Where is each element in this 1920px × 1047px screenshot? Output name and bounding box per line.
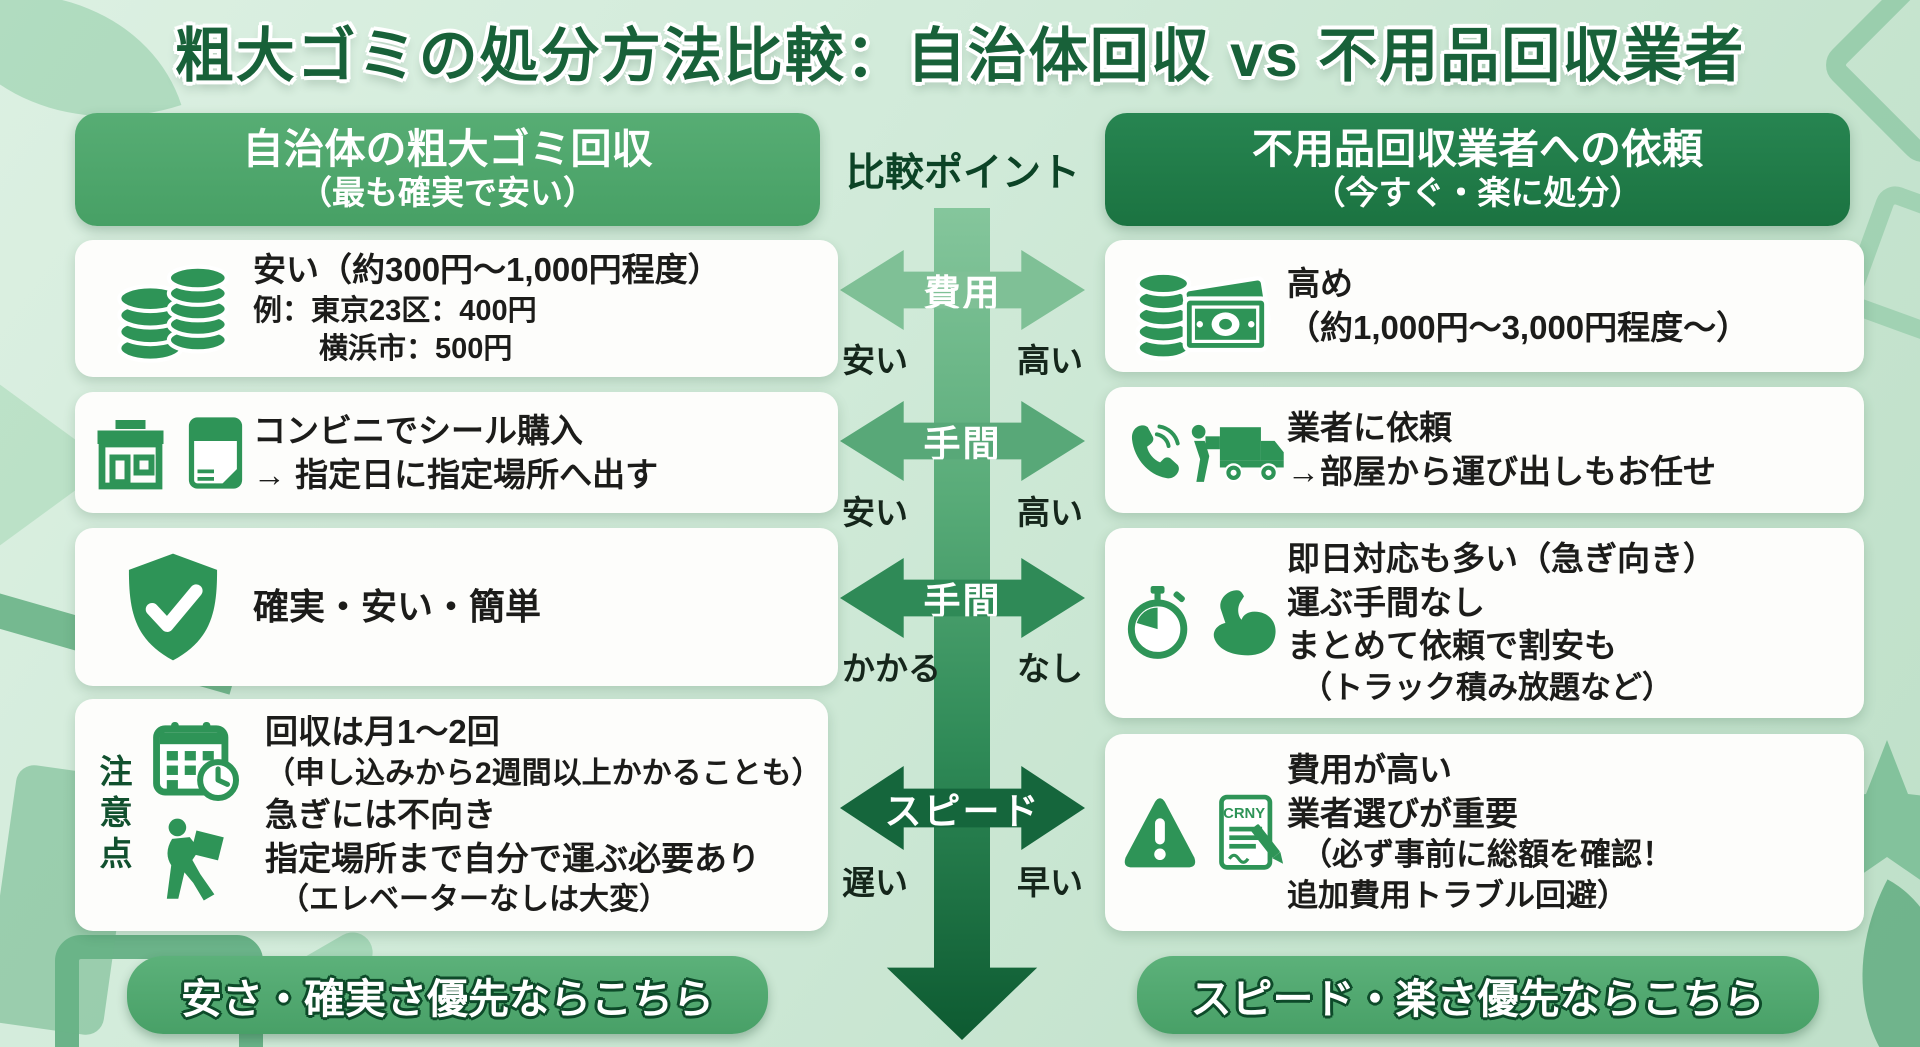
municipal-merit-text: 確実・安い・簡単 xyxy=(253,583,541,631)
card-line: 確実・安い・簡単 xyxy=(253,586,542,628)
card-line: 安い（約300円～1,000円程度） xyxy=(253,251,721,289)
phone-icon xyxy=(1131,424,1180,479)
contractor-cost-card: 高め （約1,000円～3,000円程度～） xyxy=(1105,240,1864,372)
arrow-speed-ends: 遅い 早い xyxy=(840,856,1085,904)
municipal-caution-card: 注意点 回収は月1～2回 xyxy=(75,699,828,931)
arrow-effort-2-ends: かかる なし xyxy=(840,642,1085,690)
stopwatch-icon xyxy=(1127,585,1188,659)
municipal-merit-card: 確実・安い・簡単 xyxy=(75,528,838,686)
contractor-speed-text: 即日対応も多い（急ぎ向き） 運ぶ手間なし まとめて依頼で割安も （トラック積み放… xyxy=(1287,537,1716,709)
page-title: 粗大ゴミの処分方法比較：自治体回収 vs 不用品回収業者 xyxy=(174,23,1746,89)
contractor-effort-icons xyxy=(1119,406,1287,494)
arrow-effort-1-label: 手間 xyxy=(923,424,1002,465)
card-line: コンビニでシール購入 xyxy=(253,411,583,449)
warning-icon xyxy=(1124,797,1196,867)
contractor-cost-text: 高め （約1,000円～3,000円程度～） xyxy=(1287,262,1749,349)
contractor-effort-text: 業者に依頼 →部屋から運び出しもお任せ xyxy=(1287,406,1716,493)
arrow-effort-2-right: なし xyxy=(1017,650,1083,687)
arrow-cost-label: 費用 xyxy=(923,273,1002,314)
card-line: 費用が高い xyxy=(1287,751,1452,789)
arrow-effort-1-right: 高い xyxy=(1017,494,1083,531)
card-line: 運ぶ手間なし xyxy=(1287,583,1485,621)
contractor-badge-wrap: スピード・楽さ優先ならこちら xyxy=(1105,956,1850,1034)
arrow-effort-2-label: 手間 xyxy=(923,581,1002,622)
card-line: まとめて依頼で割安も xyxy=(1287,627,1617,665)
contract-icon: CRNY xyxy=(1219,794,1283,870)
arrow-cost-ends: 安い 高い xyxy=(840,334,1085,382)
card-line: 回収は月1～2回 xyxy=(265,713,500,751)
contractor-recommendation-badge: スピード・楽さ優先ならこちら xyxy=(1136,956,1819,1034)
arrow-speed-left: 遅い xyxy=(842,864,908,901)
card-line: 指定場所まで自分で運ぶ必要あり xyxy=(265,839,760,877)
card-line: 業者選びが重要 xyxy=(1287,794,1518,832)
card-line: 追加費用トラブル回避） xyxy=(1287,878,1628,914)
card-line: 例：東京23区：400円 xyxy=(253,295,537,327)
contractor-header-subtitle: （今すぐ・楽に処分） xyxy=(1312,174,1643,212)
municipal-header: 自治体の粗大ゴミ回収 （最も確実で安い） xyxy=(75,113,820,226)
contractor-header: 不用品回収業者への依頼 （今すぐ・楽に処分） xyxy=(1105,113,1850,226)
municipal-cost-icons xyxy=(93,247,253,371)
card-line: （約1,000円～3,000円程度～） xyxy=(1287,309,1750,346)
card-line: （トラック積み放題など） xyxy=(1301,669,1673,705)
contractor-caution-card: CRNY 費用が高い 業者選びが重要 （必ず事前に総額を確認！ 追加費用トラブル… xyxy=(1105,734,1864,931)
card-line: （申し込みから2週間以上かかることも） xyxy=(265,756,822,790)
municipal-recommendation-badge: 安さ・確実さ優先ならこちら xyxy=(127,956,768,1034)
municipal-effort-icons xyxy=(93,414,253,492)
municipal-merit-icons xyxy=(93,549,253,665)
store-icon xyxy=(97,419,164,489)
shield-check-icon xyxy=(128,553,218,661)
contractor-cost-icons xyxy=(1119,247,1287,365)
carry-box-icon xyxy=(166,818,224,901)
card-line: →部屋から運び出しもお任せ xyxy=(1287,453,1716,490)
contractor-speed-card: 即日対応も多い（急ぎ向き） 運ぶ手間なし まとめて依頼で割安も （トラック積み放… xyxy=(1105,528,1864,718)
municipal-header-subtitle: （最も確実で安い） xyxy=(299,174,596,212)
contractor-effort-card: 業者に依頼 →部屋から運び出しもお任せ xyxy=(1105,387,1864,513)
arrow-cost-right: 高い xyxy=(1017,342,1083,379)
municipal-caution-icons xyxy=(137,720,253,910)
municipal-effort-text: コンビニでシール購入 → 指定日に指定場所へ出す xyxy=(253,409,658,496)
arrow-effort-2-left: かかる xyxy=(842,650,941,687)
card-line: 業者に依頼 xyxy=(1287,409,1452,447)
contractor-speed-icons xyxy=(1119,577,1287,669)
arrow-speed-right: 早い xyxy=(1017,864,1083,901)
down-arrow-spine xyxy=(886,208,1038,1040)
card-line: 横浜市：500円 xyxy=(319,333,513,366)
contractor-caution-icons: CRNY xyxy=(1119,788,1287,878)
arrow-effort-1-ends: 安い 高い xyxy=(840,486,1085,534)
card-line: → 指定日に指定場所へ出す xyxy=(253,455,659,493)
municipal-effort-card: コンビニでシール購入 → 指定日に指定場所へ出す xyxy=(75,392,838,513)
contract-doc-label: CRNY xyxy=(1223,806,1265,822)
card-line: （エレベーターなしは大変） xyxy=(279,883,669,917)
arrow-speed-label: スピード xyxy=(884,791,1041,832)
contractor-header-title: 不用品回収業者への依頼 xyxy=(1252,126,1703,173)
coin-stack-icon xyxy=(117,264,229,363)
card-line: 急ぎには不向き xyxy=(265,796,496,834)
loading-truck-icon xyxy=(1192,424,1284,483)
municipal-header-title: 自治体の粗大ゴミ回収 xyxy=(242,126,653,173)
municipal-cost-text: 安い（約300円～1,000円程度） 例：東京23区：400円 横浜市：500円 xyxy=(253,248,721,368)
card-line: 高め xyxy=(1287,265,1353,303)
arrow-effort-1-left: 安い xyxy=(842,494,908,531)
muscle-icon xyxy=(1213,590,1276,656)
caution-side-label: 注意点 xyxy=(95,753,132,877)
calendar-clock-icon xyxy=(153,721,240,802)
card-line: 即日対応も多い（急ぎ向き） xyxy=(1287,540,1716,578)
municipal-cost-card: 安い（約300円～1,000円程度） 例：東京23区：400円 横浜市：500円 xyxy=(75,240,838,377)
money-icon xyxy=(1135,270,1271,361)
comparison-points-heading: 比較ポイント xyxy=(845,152,1080,195)
arrow-cost-left: 安い xyxy=(842,342,908,379)
card-line: （必ず事前に総額を確認！ xyxy=(1301,837,1673,873)
municipal-badge-wrap: 安さ・確実さ優先ならこちら xyxy=(75,956,820,1034)
municipal-caution-text: 回収は月1～2回 （申し込みから2週間以上かかることも） 急ぎには不向き 指定場… xyxy=(253,710,822,920)
sticker-icon xyxy=(188,416,243,489)
contractor-caution-text: 費用が高い 業者選びが重要 （必ず事前に総額を確認！ 追加費用トラブル回避） xyxy=(1287,748,1673,917)
